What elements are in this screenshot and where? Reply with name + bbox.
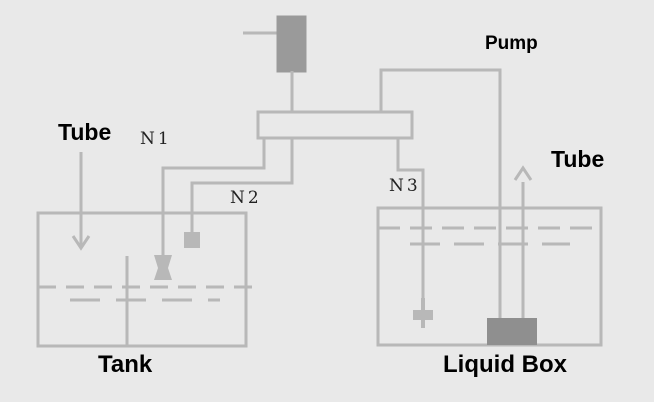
- up-arrow-icon: [513, 165, 533, 181]
- n3-sensor: [413, 298, 433, 328]
- n3-label: N3: [389, 176, 421, 196]
- n2-label: N2: [230, 188, 262, 208]
- manifold-block: [256, 110, 414, 140]
- liquid-box-pump-block: [487, 318, 537, 345]
- liquid-box-label: Liquid Box: [443, 351, 567, 378]
- n2-float: [184, 232, 200, 248]
- tank-label: Tank: [98, 351, 153, 378]
- n1-nozzle: [154, 255, 172, 280]
- down-arrow-icon: [71, 152, 91, 251]
- n2-pipe: [190, 138, 294, 232]
- n1-label: N1: [140, 129, 172, 149]
- n3-pipe: [396, 138, 425, 305]
- pump-label: Pump: [485, 33, 538, 54]
- tube-right-label: Tube: [551, 146, 605, 172]
- tube-left-label: Tube: [58, 119, 112, 145]
- tank-container: [36, 211, 248, 348]
- pump-return-pipe: [379, 68, 502, 320]
- pump-body: [276, 15, 307, 73]
